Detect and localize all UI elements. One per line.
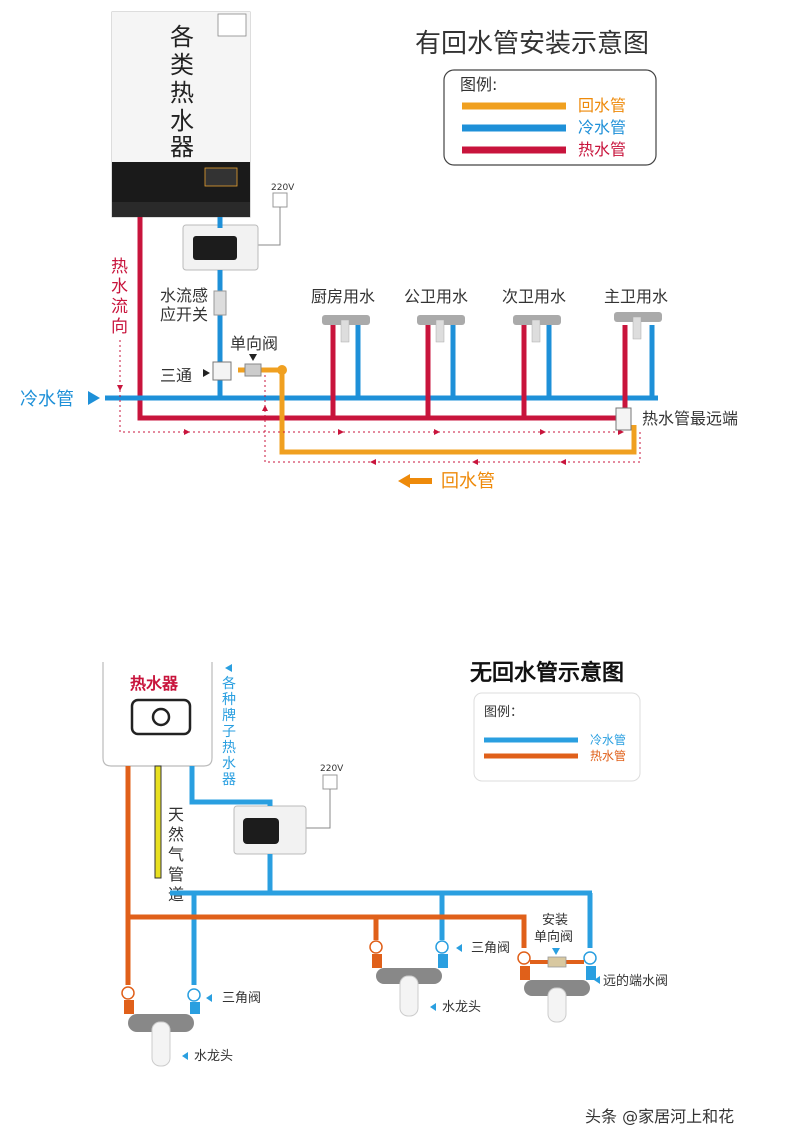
legend-return-label: 回水管	[578, 96, 626, 115]
brands-char-1: 各	[222, 676, 236, 692]
flow-switch-label-1: 水流感	[160, 286, 208, 305]
faucet-label-1: 水龙头	[194, 1049, 233, 1064]
pipes-diagram2	[125, 766, 593, 985]
legend1-title: 图例:	[460, 75, 497, 94]
watermark: 头条 @家居河上和花	[585, 1107, 734, 1126]
diagram2-legend: 图例： 冷水管 热水管	[473, 692, 641, 782]
pump-2	[233, 805, 307, 855]
gas-char-3: 气	[168, 845, 184, 864]
fixture-label-public-bath: 公卫用水	[404, 287, 468, 306]
faucet-1: 三角阀 水龙头	[121, 986, 261, 1067]
diagram2-title: 无回水管示意图	[470, 660, 624, 686]
heater-char-2: 类	[170, 51, 194, 79]
hot-flow-char-1: 热	[111, 257, 128, 277]
voltage-label-2: 220V	[320, 764, 344, 774]
farthest-end-label: 热水管最远端	[642, 409, 738, 428]
faucet-3: 安装 单向阀 远的端水阀	[517, 913, 668, 1023]
legend-cold-label: 冷水管	[578, 118, 626, 137]
water-heater-2: 热水器	[102, 662, 213, 767]
power-outlet-2: 220V	[305, 764, 344, 829]
heater-sticker	[217, 13, 247, 37]
return-pipe	[238, 367, 637, 455]
brands-label: 各 种 牌 子 热 水 器	[222, 664, 236, 788]
return-arrow-icon	[398, 474, 432, 488]
brands-char-4: 子	[222, 724, 236, 740]
check-valve-1: 单向阀	[230, 334, 278, 377]
gas-char-4: 管	[168, 865, 184, 884]
heater2-knob	[151, 707, 171, 727]
legend2-hot-label: 热水管	[590, 748, 626, 763]
hot-flow-char-2: 水	[111, 277, 128, 297]
install-check-valve-1: 安装	[542, 913, 568, 928]
brands-char-6: 水	[222, 756, 236, 772]
tee-fitting: 三通	[160, 361, 232, 385]
faucet-label-2: 水龙头	[442, 1000, 481, 1015]
diagram-2: 无回水管示意图 图例： 冷水管 热水管 热水器 各 种 牌 子 热 水 器	[102, 660, 668, 1067]
brands-char-2: 种	[222, 692, 236, 708]
legend-hot-label: 热水管	[578, 140, 626, 159]
water-heater-1: 各 类 热 水 器	[111, 11, 251, 218]
legend2-cold-label: 冷水管	[590, 732, 626, 747]
angle-valve-label-2: 三角阀	[471, 941, 510, 956]
fixture-second-bath: 次卫用水	[502, 287, 566, 343]
flow-switch-label-2: 应开关	[160, 305, 208, 324]
faucet-2: 三角阀 水龙头	[369, 940, 510, 1017]
gas-char-2: 然	[168, 825, 184, 844]
fixture-label-kitchen: 厨房用水	[311, 287, 375, 306]
diagram-1: 有回水管安装示意图 图例: 回水管 冷水管 热水管 各 类 热 水 器	[20, 11, 738, 492]
brands-char-7: 器	[222, 772, 236, 788]
heater-char-1: 各	[170, 23, 194, 51]
install-check-valve-2: 单向阀	[534, 929, 573, 945]
return-label-group: 回水管	[398, 471, 495, 492]
brands-char-5: 热	[222, 740, 236, 756]
brands-char-3: 牌	[222, 707, 236, 724]
voltage-label-1: 220V	[271, 183, 295, 193]
return-label: 回水管	[441, 471, 495, 492]
check-valve-2	[547, 956, 567, 968]
pump-1	[182, 224, 259, 271]
gas-pipe: 天 然 气 管 道	[154, 765, 184, 904]
fixture-label-second-bath: 次卫用水	[502, 287, 566, 306]
flow-switch: 水流感 应开关	[160, 286, 227, 324]
check-valve-label: 单向阀	[230, 334, 278, 353]
fixture-label-master-bath: 主卫用水	[604, 287, 668, 306]
hot-pipe-main	[137, 217, 622, 421]
hot-flow-direction: 热 水 流 向	[111, 257, 128, 337]
heater-char-5: 器	[170, 133, 194, 161]
hot-flow-char-4: 向	[111, 317, 128, 337]
tee-label: 三通	[160, 366, 192, 385]
farthest-end: 热水管最远端	[615, 407, 738, 431]
fixture-public-bath: 公卫用水	[404, 287, 468, 343]
diagram1-legend: 图例: 回水管 冷水管 热水管	[443, 69, 657, 166]
cold-inlet-label: 冷水管	[20, 389, 74, 410]
flow-arrows-1	[117, 385, 624, 465]
far-end-valve-label: 远的端水阀	[603, 973, 668, 989]
heater2-label: 热水器	[130, 674, 179, 693]
diagram1-title: 有回水管安装示意图	[415, 29, 649, 59]
legend2-title: 图例：	[484, 705, 523, 720]
cold-inlet: 冷水管	[20, 389, 100, 410]
fixture-master-bath: 主卫用水	[604, 287, 668, 340]
heater-char-3: 热	[170, 79, 194, 107]
pipes-diagram1	[105, 217, 658, 463]
hot-flow-char-3: 流	[111, 297, 128, 317]
fixture-kitchen: 厨房用水	[311, 287, 375, 343]
gas-char-1: 天	[168, 805, 184, 824]
angle-valve-label-1: 三角阀	[222, 991, 261, 1006]
heater-char-4: 水	[170, 107, 194, 135]
power-outlet-1: 220V	[258, 183, 295, 246]
